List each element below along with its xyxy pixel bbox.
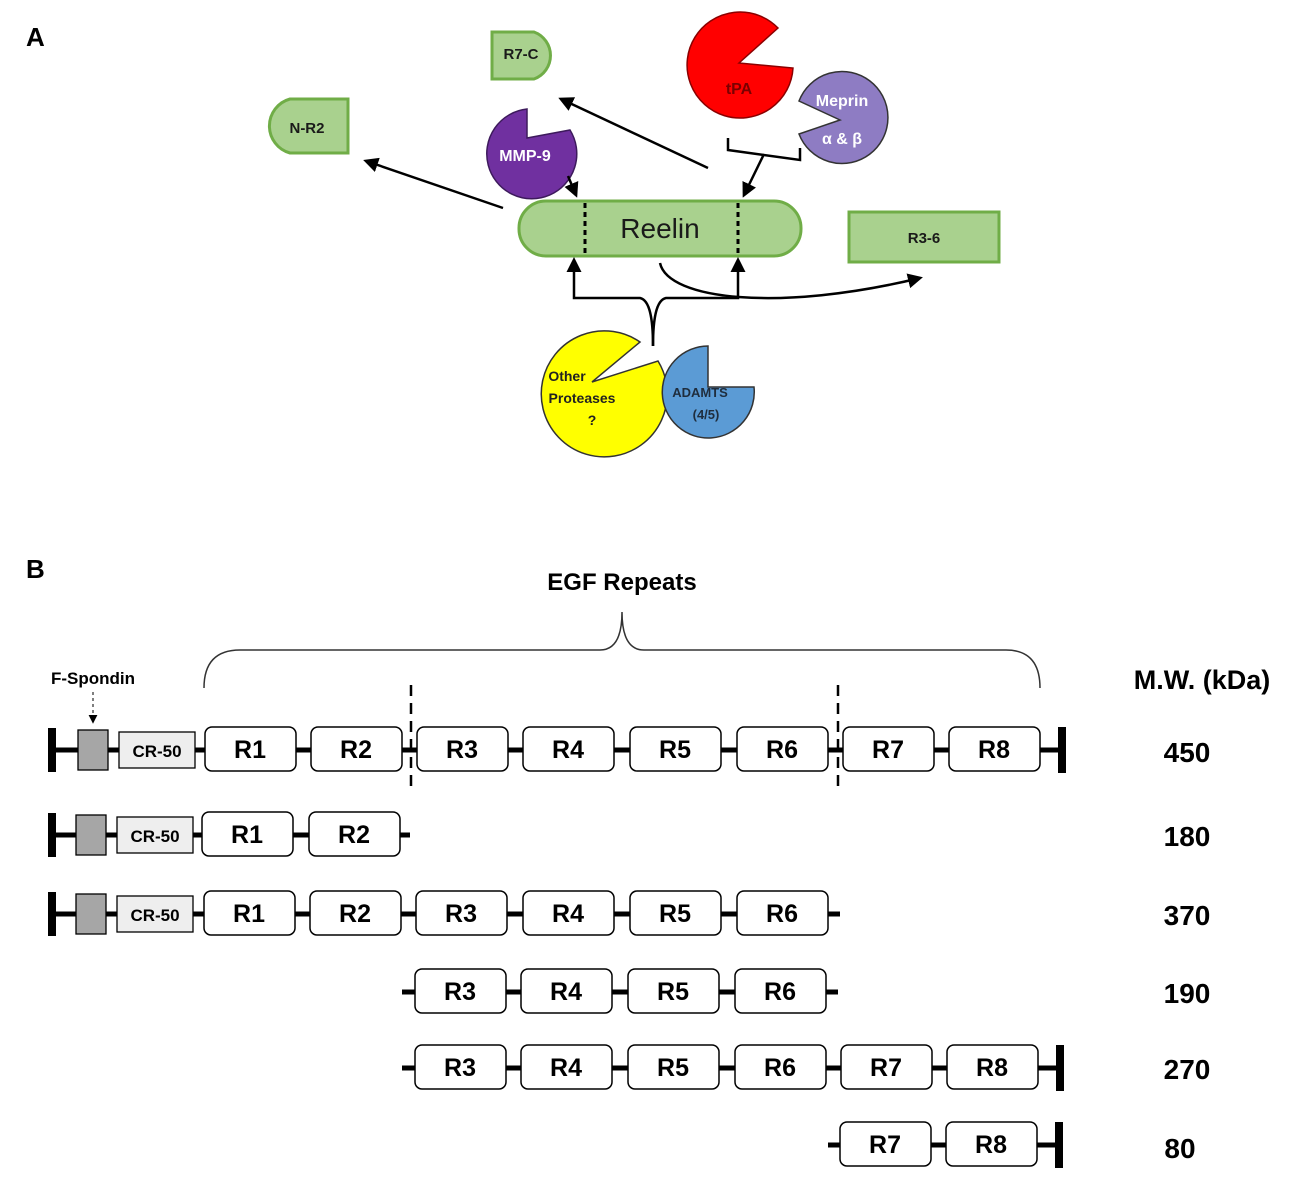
domain-r6-label: R6 [766, 736, 798, 764]
domain-r8-label: R8 [978, 736, 1010, 764]
domain-r5-label: R5 [659, 736, 691, 764]
other-proteases-line3: ? [588, 412, 597, 428]
arrow-other-to-c-site [651, 257, 746, 347]
fragment-r7-c: R7-C [490, 30, 552, 81]
fragment-r3-6: R3-6 [847, 210, 1001, 264]
construct-row-190: R3 R4 R5 R6 190 [402, 968, 1211, 1014]
meprin-label-line1: Meprin [816, 93, 868, 110]
domain-r4-label: R4 [550, 1054, 582, 1082]
domain-r4-label: R4 [550, 978, 582, 1006]
domain-r6-label: R6 [764, 1054, 796, 1082]
domain-r4-label: R4 [552, 900, 584, 928]
domain-r1-label: R1 [233, 900, 265, 928]
n-terminal-cap [48, 728, 56, 772]
panel-b-letter: B [26, 554, 45, 584]
domain-r8-label: R8 [976, 1054, 1008, 1082]
n-terminal-cap [48, 813, 56, 857]
enzyme-mmp9: MMP-9 [486, 108, 578, 200]
domain-r5-label: R5 [657, 978, 689, 1006]
construct-row-80: R7 R8 80 [828, 1121, 1196, 1168]
c-terminal-cap [1055, 1122, 1063, 1168]
egf-repeats-brace [203, 611, 1041, 689]
cr50-domain [116, 816, 194, 854]
construct-row-180: CR-50 R1 R2 180 [48, 811, 1211, 857]
mmp9-label: MMP-9 [499, 148, 551, 165]
reelin-molecule: Reelin [517, 199, 803, 258]
panel-a-arrows [363, 97, 923, 347]
panel-a-letter: A [26, 22, 45, 52]
domain-r7-label: R7 [870, 1054, 902, 1082]
arrow-mmp9-cleave [564, 175, 579, 198]
mw-value: 80 [1164, 1133, 1195, 1164]
reelin-body [517, 199, 803, 258]
domain-r3-label: R3 [444, 1054, 476, 1082]
construct-row-270: R3 R4 R5 R6 R7 R8 270 [402, 1044, 1211, 1091]
construct-row-450: CR-50 R1 R2 R3 R4 R5 R6 R7 R8 [48, 726, 1211, 773]
mw-value: 180 [1164, 821, 1211, 852]
enzyme-other-proteases: Other Proteases ? [540, 330, 668, 458]
enzyme-adamts: ADAMTS (4/5) [661, 345, 756, 439]
domain-r8-label: R8 [975, 1131, 1007, 1159]
mw-value: 450 [1164, 737, 1211, 768]
cr50-label: CR-50 [130, 827, 179, 846]
adamts-line1: ADAMTS [672, 385, 728, 400]
domain-r2-label: R2 [340, 736, 372, 764]
domain-r5-label: R5 [659, 900, 691, 928]
adamts-line2: (4/5) [693, 407, 720, 422]
fragment-r3-6-label: R3-6 [908, 230, 941, 247]
fragment-n-r2-label: N-R2 [289, 120, 324, 137]
other-proteases-pacman [540, 330, 668, 458]
panel-a: A Reelin N-R2 R7-C R3-6 MMP-9 [26, 11, 1001, 458]
domain-r4-label: R4 [552, 736, 584, 764]
mmp9-pacman [486, 108, 578, 200]
f-spondin-label: F-Spondin [51, 669, 135, 688]
domain-r2-label: R2 [338, 821, 370, 849]
fragment-n-r2: N-R2 [267, 97, 350, 155]
domain-r5-label: R5 [657, 1054, 689, 1082]
domain-r2-label: R2 [339, 900, 371, 928]
domain-r1-label: R1 [231, 821, 263, 849]
domain-r6-label: R6 [766, 900, 798, 928]
construct-row-370: CR-50 R1 R2 R3 R4 R5 R6 370 [48, 890, 1211, 936]
c-terminal-cap [1058, 727, 1066, 773]
tpa-pacman [686, 11, 794, 119]
arrow-tpa-meprin-cleave [742, 153, 766, 198]
f-spondin-domain [75, 814, 107, 856]
fragment-r7-c-label: R7-C [503, 46, 538, 63]
adamts-pacman [661, 345, 756, 439]
meprin-pacman [798, 70, 889, 165]
tpa-label: tPA [726, 81, 753, 98]
arrow-to-n-r2 [363, 157, 504, 210]
enzyme-meprin: Meprin α & β [798, 70, 889, 165]
domain-r7-label: R7 [872, 736, 904, 764]
domain-r6-label: R6 [764, 978, 796, 1006]
n-terminal-cap [48, 892, 56, 936]
domain-r7-label: R7 [869, 1131, 901, 1159]
c-terminal-cap [1056, 1045, 1064, 1091]
cr50-domain [116, 895, 194, 933]
mw-header: M.W. (kDa) [1134, 665, 1271, 695]
mw-value: 370 [1164, 900, 1211, 931]
f-spondin-domain [77, 729, 109, 771]
meprin-label-line2: α & β [822, 131, 862, 148]
f-spondin-domain [75, 893, 107, 935]
other-proteases-line1: Other [548, 368, 586, 384]
enzyme-tpa: tPA [686, 11, 794, 119]
domain-r3-label: R3 [444, 978, 476, 1006]
domain-r3-label: R3 [446, 736, 478, 764]
domain-r1-label: R1 [234, 736, 266, 764]
cr50-label: CR-50 [130, 906, 179, 925]
egf-repeats-header: EGF Repeats [547, 569, 696, 596]
arrow-to-r3-6 [658, 262, 923, 300]
panel-b: B EGF Repeats M.W. (kDa) F-Spondin CR-50… [26, 554, 1270, 1168]
mw-value: 270 [1164, 1054, 1211, 1085]
arrow-to-r7-c [558, 97, 709, 170]
cr50-label: CR-50 [132, 742, 181, 761]
cr50-domain [118, 731, 196, 769]
other-proteases-line2: Proteases [549, 390, 616, 406]
domain-r3-label: R3 [445, 900, 477, 928]
reelin-label: Reelin [620, 213, 699, 244]
mw-value: 190 [1164, 978, 1211, 1009]
